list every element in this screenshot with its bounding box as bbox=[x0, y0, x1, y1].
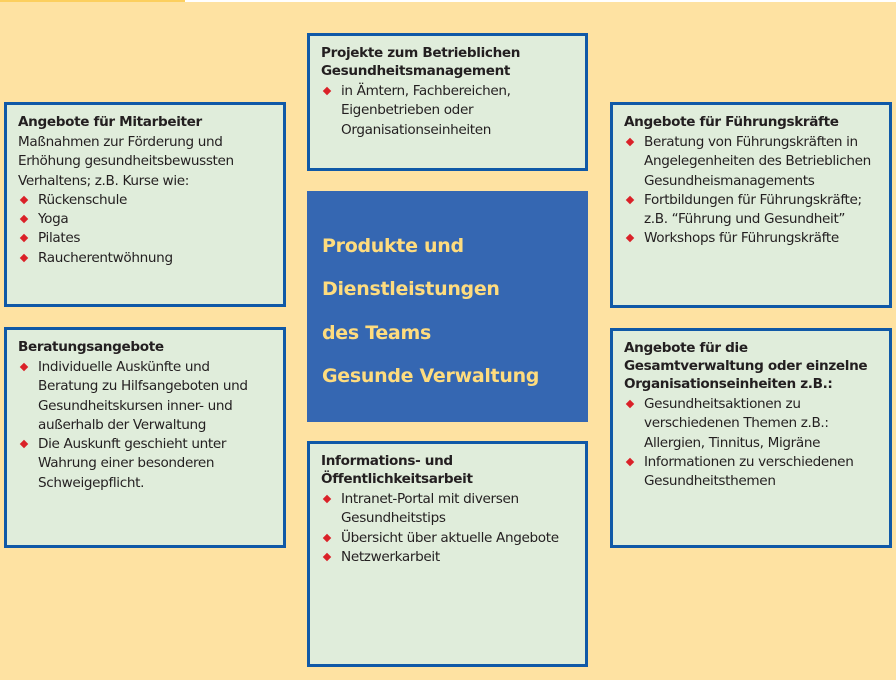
list-item: Workshops für Führungskräfte bbox=[624, 229, 879, 248]
top-accent-strip bbox=[0, 0, 185, 2]
box-title: Projekte zum Betrieblichen Gesundheitsma… bbox=[321, 45, 521, 79]
center-title-box: Produkte und Dienstleistungen des Teams … bbox=[307, 191, 588, 422]
list-item: Rückenschule bbox=[18, 191, 273, 210]
diamond-bullet-icon bbox=[625, 234, 635, 243]
list-item-text: Individuelle Auskünfte und Beratung zu H… bbox=[38, 359, 248, 433]
list-item: Übersicht über aktuelle Angebote bbox=[321, 529, 575, 548]
diamond-bullet-icon bbox=[625, 195, 635, 205]
diamond-bullet-icon bbox=[322, 86, 332, 96]
bullet-list: Intranet-Portal mit diversen Gesundheits… bbox=[321, 490, 575, 567]
box-intro-line: Maßnahmen zur Förderung und bbox=[18, 134, 223, 150]
list-item-text: Netzwerkarbeit bbox=[341, 548, 440, 565]
list-item-text: Übersicht über aktuelle Angebote bbox=[341, 529, 559, 546]
top-white-strip bbox=[185, 0, 896, 2]
box-title: Informations- und Öffentlichkeitsarbeit bbox=[321, 453, 473, 487]
diamond-bullet-icon bbox=[625, 137, 635, 147]
box-title: Beratungsangebote bbox=[18, 339, 164, 355]
list-item: Intranet-Portal mit diversen Gesundheits… bbox=[321, 490, 575, 529]
bullet-list: Gesundheitsaktionen zu verschiedenen The… bbox=[624, 395, 879, 491]
box-angebote-fuehrungskraefte: Angebote für Führungskräfte Beratung von… bbox=[610, 102, 892, 308]
list-item: Gesundheitsaktionen zu verschiedenen The… bbox=[624, 395, 879, 453]
list-item: Individuelle Auskünfte und Beratung zu H… bbox=[18, 358, 273, 435]
list-item: Yoga bbox=[18, 210, 273, 229]
box-beratungsangebote: Beratungsangebote Individuelle Auskünfte… bbox=[4, 327, 286, 548]
list-item-text: Informationen zu verschiedenen Gesundhei… bbox=[644, 453, 854, 490]
list-item: Informationen zu verschiedenen Gesundhei… bbox=[624, 453, 879, 492]
diamond-bullet-icon bbox=[19, 195, 29, 205]
diamond-bullet-icon bbox=[19, 234, 29, 243]
list-item: Raucherentwöhnung bbox=[18, 249, 273, 268]
box-title: Angebote für Mitarbeiter bbox=[18, 114, 202, 130]
diamond-bullet-icon bbox=[625, 399, 635, 409]
list-item: Beratung von Führungskräften in Angelege… bbox=[624, 133, 879, 191]
diamond-bullet-icon bbox=[625, 457, 635, 467]
center-title-line: des Teams bbox=[322, 321, 431, 344]
bullet-list: Rückenschule Yoga Pilates Raucherentwöhn… bbox=[18, 191, 273, 268]
list-item-text: Fortbildungen für Führungskräfte; z.B. “… bbox=[644, 191, 862, 228]
box-angebote-mitarbeiter: Angebote für Mitarbeiter Maßnahmen zur F… bbox=[4, 102, 286, 307]
box-intro-line: Erhöhung gesundheitsbewussten bbox=[18, 153, 234, 170]
list-item-text: Workshops für Führungskräfte bbox=[644, 230, 839, 247]
diamond-bullet-icon bbox=[322, 494, 332, 504]
diamond-bullet-icon bbox=[19, 362, 29, 372]
list-item-text: Rückenschule bbox=[38, 191, 128, 208]
box-projekte: Projekte zum Betrieblichen Gesundheitsma… bbox=[307, 33, 588, 171]
box-title: Angebote für Führungskräfte bbox=[624, 114, 839, 130]
list-item: Pilates bbox=[18, 229, 273, 248]
center-title-line: Gesunde Verwaltung bbox=[322, 364, 540, 387]
list-item-text: Intranet-Portal mit diversen Gesundheits… bbox=[341, 491, 519, 527]
diamond-bullet-icon bbox=[19, 214, 29, 224]
list-item-text: Die Auskunft geschieht unter Wahrung ein… bbox=[38, 436, 227, 491]
diamond-bullet-icon bbox=[322, 533, 332, 542]
list-item-text: Beratung von Führungskräften in Angelege… bbox=[644, 134, 871, 189]
list-item-text: Raucherentwöhnung bbox=[38, 249, 173, 266]
bullet-list: Individuelle Auskünfte und Beratung zu H… bbox=[18, 358, 273, 493]
list-item-text: Yoga bbox=[38, 211, 69, 228]
diamond-bullet-icon bbox=[19, 439, 29, 449]
list-item: Netzwerkarbeit bbox=[321, 548, 575, 567]
list-item: in Ämtern, Fachbereichen, Eigenbetrieben… bbox=[321, 82, 575, 140]
bullet-list: Beratung von Führungskräften in Angelege… bbox=[624, 133, 879, 249]
center-title-line: Produkte und bbox=[322, 235, 464, 257]
list-item-text: Gesundheitsaktionen zu verschiedenen The… bbox=[644, 396, 829, 451]
box-title: Angebote für die Gesamtverwaltung oder e… bbox=[624, 340, 868, 392]
diamond-bullet-icon bbox=[19, 253, 29, 263]
center-title-line: Dienstleistungen bbox=[322, 278, 500, 301]
box-intro-line: Verhaltens; z.B. Kurse wie: bbox=[18, 172, 189, 189]
box-angebote-gesamtverwaltung: Angebote für die Gesamtverwaltung oder e… bbox=[610, 328, 892, 548]
diamond-bullet-icon bbox=[322, 552, 332, 562]
list-item: Fortbildungen für Führungskräfte; z.B. “… bbox=[624, 191, 879, 230]
list-item-text: in Ämtern, Fachbereichen, Eigenbetrieben… bbox=[341, 83, 511, 138]
list-item: Die Auskunft geschieht unter Wahrung ein… bbox=[18, 435, 273, 493]
list-item-text: Pilates bbox=[38, 230, 81, 247]
box-informationsarbeit: Informations- und Öffentlichkeitsarbeit … bbox=[307, 441, 588, 667]
bullet-list: in Ämtern, Fachbereichen, Eigenbetrieben… bbox=[321, 82, 575, 140]
